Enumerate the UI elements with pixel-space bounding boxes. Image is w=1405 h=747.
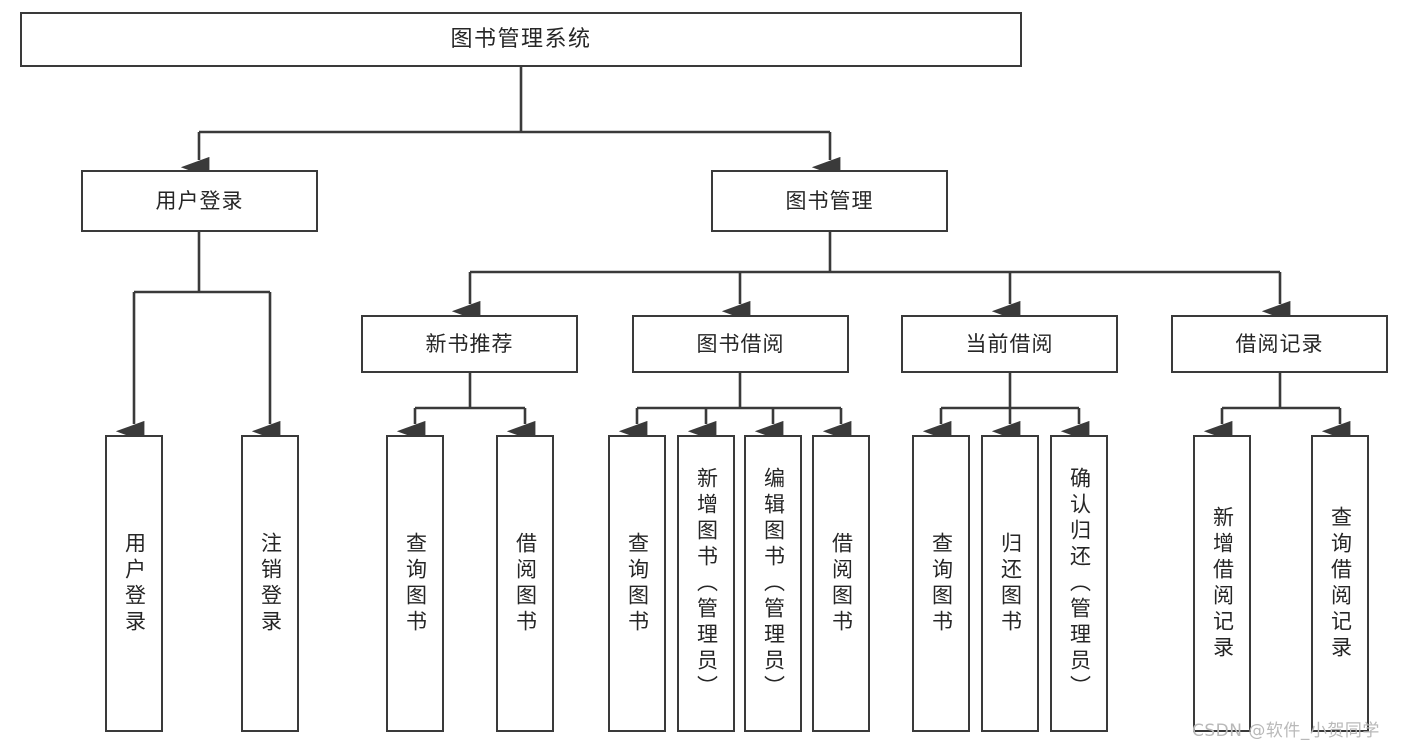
node-label: 新增图书（管理员） [694,466,719,701]
node-label: 查询图书 [625,531,650,636]
node-current-borrow[interactable]: 当前借阅 [901,315,1118,373]
leaf-new-book-borrow[interactable]: 借阅图书 [496,435,554,732]
leaf-borrow-record-query[interactable]: 查询借阅记录 [1311,435,1369,732]
node-user-login[interactable]: 用户登录 [81,170,318,232]
node-borrow-record[interactable]: 借阅记录 [1171,315,1388,373]
node-label: 借阅图书 [829,531,854,636]
node-label: 当前借阅 [965,331,1054,356]
leaf-borrow-record-add[interactable]: 新增借阅记录 [1193,435,1251,732]
leaf-book-borrow-query[interactable]: 查询图书 [608,435,666,732]
node-label: 借阅图书 [513,531,538,636]
node-label: 图书管理 [785,188,874,213]
node-label: 图书借阅 [696,331,785,356]
leaf-user-login-signout[interactable]: 注销登录 [241,435,299,732]
leaf-book-borrow-edit[interactable]: 编辑图书（管理员） [744,435,802,732]
node-new-book-recommend[interactable]: 新书推荐 [361,315,578,373]
node-label: 查询借阅记录 [1328,505,1353,662]
node-book-borrow[interactable]: 图书借阅 [632,315,849,373]
node-label: 借阅记录 [1235,331,1324,356]
leaf-current-borrow-return[interactable]: 归还图书 [981,435,1039,732]
node-label: 用户登录 [155,188,244,213]
node-label: 查询图书 [929,531,954,636]
node-label: 确认归还（管理员） [1067,466,1092,701]
node-root-library-system[interactable]: 图书管理系统 [20,12,1022,67]
node-label: 图书管理系统 [450,26,592,52]
leaf-user-login-signin[interactable]: 用户登录 [105,435,163,732]
node-label: 查询图书 [403,531,428,636]
leaf-book-borrow-add[interactable]: 新增图书（管理员） [677,435,735,732]
node-label: 新增借阅记录 [1210,505,1235,662]
node-label: 归还图书 [998,531,1023,636]
node-label: 编辑图书（管理员） [761,466,786,701]
leaf-book-borrow-lend[interactable]: 借阅图书 [812,435,870,732]
csdn-watermark: CSDN @软件_小贺同学 [1192,721,1380,741]
node-label: 新书推荐 [425,331,514,356]
leaf-current-borrow-confirm-return[interactable]: 确认归还（管理员） [1050,435,1108,732]
leaf-new-book-query[interactable]: 查询图书 [386,435,444,732]
node-book-management[interactable]: 图书管理 [711,170,948,232]
node-label: 用户登录 [122,531,147,636]
leaf-current-borrow-query[interactable]: 查询图书 [912,435,970,732]
node-label: 注销登录 [258,531,283,636]
